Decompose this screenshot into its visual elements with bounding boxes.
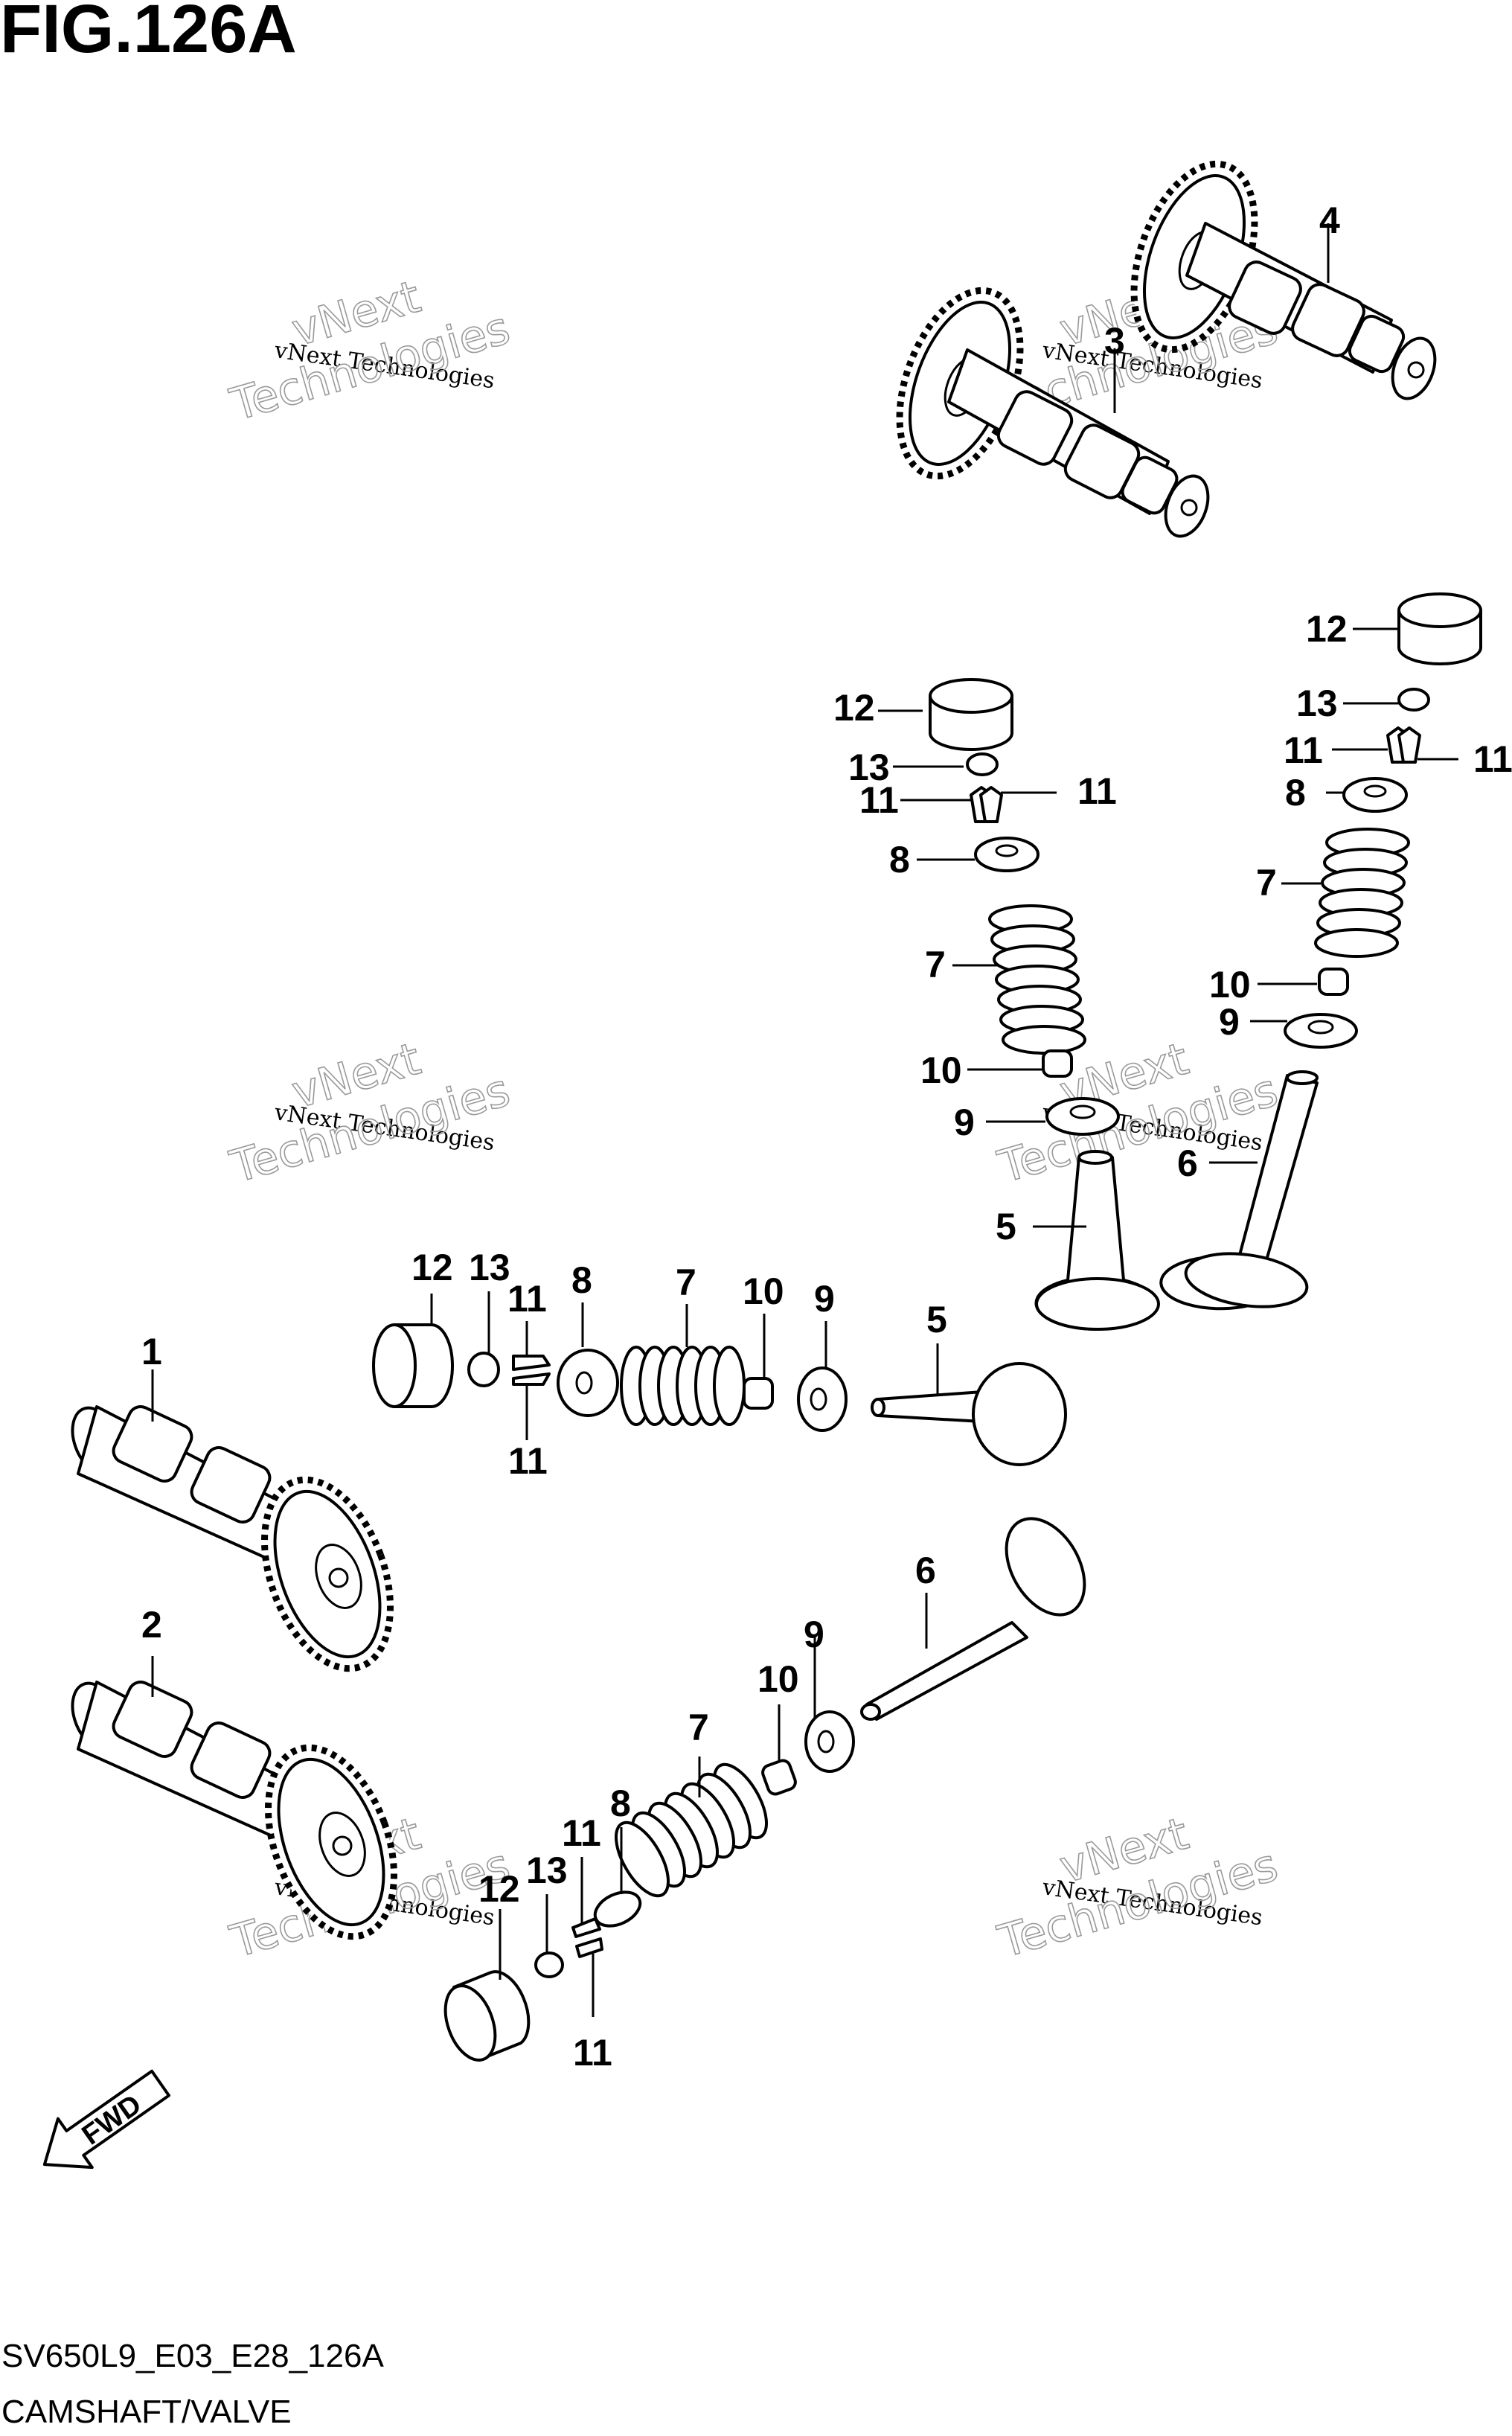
watermark-6: vNext Technologies vNext Technologies: [992, 1807, 1284, 1969]
callout-number: 12: [411, 1247, 453, 1288]
valve-assembly-c: [372, 1323, 1067, 1466]
camshaft-1: [71, 1404, 394, 1672]
callout-number: 11: [507, 1278, 547, 1320]
valve-spring-b: [1314, 828, 1410, 958]
callout-number: 6: [915, 1550, 936, 1591]
callout-number: 5: [996, 1206, 1016, 1247]
watermark-1: vNext Technologies vNext Technologies: [224, 270, 516, 432]
camshaft-3: [896, 287, 1210, 538]
valve-spring-c: [620, 1346, 746, 1426]
callout-number: 12: [478, 1868, 520, 1910]
callout-number: 9: [814, 1278, 835, 1320]
callout-number: 11: [1473, 738, 1512, 780]
callout-number: 8: [610, 1783, 631, 1824]
valve-assembly-a: [929, 678, 1160, 1331]
callout-number: 10: [757, 1658, 799, 1700]
watermark-2: vNext Technologies vNext Technologies: [992, 270, 1284, 432]
callout-number: 7: [925, 944, 946, 985]
callout-number: 11: [1284, 729, 1323, 771]
callout-number: 7: [1256, 862, 1277, 904]
forward-arrow-icon: [42, 2069, 171, 2170]
callout-number: 12: [1306, 608, 1348, 650]
callout-number: 6: [1177, 1142, 1198, 1184]
callout-number: 8: [1285, 772, 1306, 813]
callout-number: 3: [1104, 320, 1125, 362]
callout-number: 8: [889, 839, 910, 880]
valve-spring-a: [988, 904, 1086, 1055]
callout-number: 10: [1209, 964, 1251, 1006]
callout-number: 9: [954, 1102, 975, 1143]
callout-number: 11: [562, 1812, 601, 1854]
callout-number: 11: [859, 779, 899, 821]
callout-number: 7: [688, 1707, 709, 1748]
watermark-3: vNext Technologies vNext Technologies: [224, 1032, 516, 1194]
callout-number: 12: [833, 687, 875, 729]
direction-marker: FWD: [42, 2069, 171, 2170]
figure-caption: CAMSHAFT/VALVE: [1, 2394, 292, 2430]
callout-number: 9: [1219, 1001, 1240, 1043]
callout-number: 13: [1296, 682, 1338, 724]
callout-number: 13: [469, 1247, 510, 1288]
diagram-code: SV650L9_E03_E28_126A: [1, 2338, 384, 2374]
watermark-4: vNext Technologies vNext Technologies: [992, 1032, 1284, 1194]
callout-number: 1: [141, 1331, 162, 1372]
callout-number: 4: [1319, 199, 1340, 241]
valve-assembly-b: [1159, 592, 1482, 1311]
callout-number: 13: [848, 747, 890, 788]
callout-number: 8: [571, 1259, 592, 1301]
callout-number: 13: [526, 1850, 568, 1891]
callout-number: 11: [508, 1440, 548, 1482]
camshaft-2: [71, 1680, 397, 1940]
callout-number: 5: [926, 1299, 947, 1340]
callout-number: 11: [1077, 770, 1117, 812]
camshaft-4: [1130, 160, 1437, 400]
leader-lines: [151, 223, 1458, 2017]
callout-number: 11: [573, 2032, 612, 2074]
callout-number: 10: [743, 1270, 784, 1312]
valve-assembly-d: [443, 1517, 1086, 2062]
callout-number: 10: [920, 1049, 962, 1091]
callout-number: 9: [804, 1614, 824, 1655]
callout-labels: 4 3 1 2 12 13 11 11 8 7 10 9 5 12 13 11 …: [141, 199, 1512, 2074]
valve-spring-d: [615, 1762, 768, 1898]
callout-number: 7: [676, 1262, 696, 1303]
callout-number: 2: [141, 1604, 162, 1646]
figure-title: FIG.126A: [0, 0, 297, 67]
